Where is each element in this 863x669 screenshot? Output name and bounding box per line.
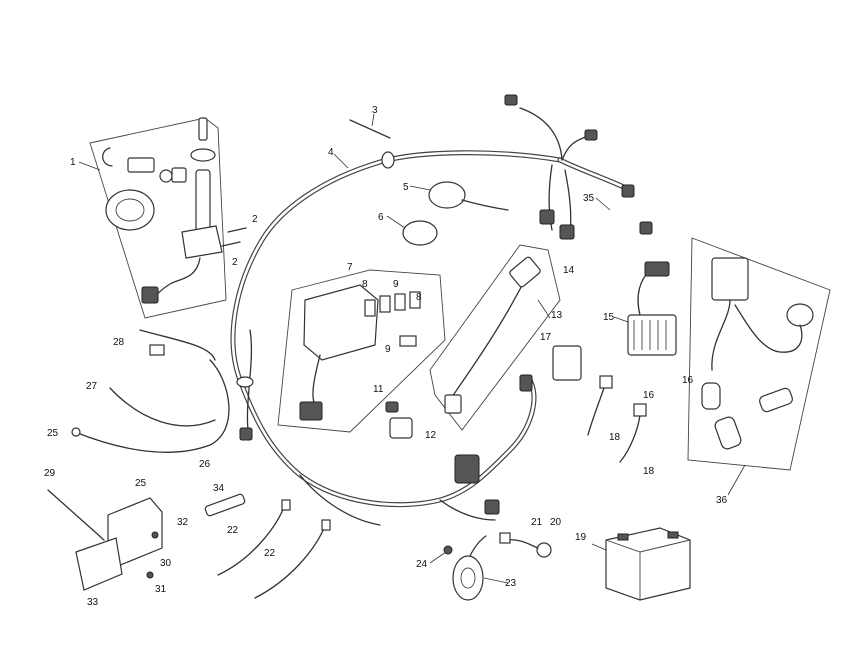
- callout-7: 7: [347, 262, 353, 273]
- horn: [443, 535, 487, 601]
- callout-34: 34: [213, 483, 225, 494]
- lock-nut: [171, 167, 187, 183]
- callout-14: 14: [563, 265, 575, 276]
- callout-21: 21: [531, 517, 543, 528]
- rubber-boot: [105, 189, 155, 231]
- callout-33: 33: [87, 597, 99, 608]
- callout-23: 23: [505, 578, 517, 589]
- callout-18a: 18: [609, 432, 621, 443]
- callout-9a: 9: [393, 279, 399, 290]
- ignition-cylinder: [195, 169, 211, 233]
- callout-22b: 22: [264, 548, 276, 559]
- cables: [217, 499, 331, 599]
- callout-9b: 9: [385, 344, 391, 355]
- ignition-switch-group: [89, 117, 247, 319]
- relay-group: [385, 401, 413, 439]
- leader-lines: [78, 113, 746, 584]
- washer: [159, 169, 173, 183]
- callout-25a: 25: [47, 428, 59, 439]
- callout-32: 32: [177, 517, 189, 528]
- ignition-cap: [190, 148, 216, 162]
- callout-18b: 18: [643, 466, 655, 477]
- callout-16b: 16: [682, 375, 694, 386]
- callout-12: 12: [425, 430, 437, 441]
- remote-alarm-group: [687, 237, 831, 471]
- callout-19: 19: [575, 532, 587, 543]
- screw-2a: [227, 227, 247, 233]
- callout-6: 6: [378, 212, 384, 223]
- group-1-outline: [89, 117, 227, 319]
- ignition-bracket: [181, 225, 223, 259]
- callout-30: 30: [160, 558, 172, 569]
- rubber-bands: [402, 181, 509, 246]
- fuse-line-group: [429, 244, 561, 431]
- callout-31: 31: [155, 584, 167, 595]
- callout-29: 29: [44, 468, 56, 479]
- fuse-box: [303, 284, 379, 361]
- callout-8b: 8: [416, 292, 422, 303]
- callout-16a: 16: [643, 390, 655, 401]
- callout-3: 3: [372, 105, 378, 116]
- screw-2b: [221, 241, 241, 247]
- callout-27: 27: [86, 381, 98, 392]
- callout-20: 20: [550, 517, 562, 528]
- fuse-box-group: [277, 269, 446, 433]
- callout-2b: 2: [232, 257, 238, 268]
- sensors: [587, 375, 647, 463]
- switch-parts: [499, 532, 552, 558]
- flasher-relay: [552, 345, 582, 381]
- callout-35: 35: [583, 193, 595, 204]
- ignition-key: [198, 117, 208, 141]
- mount-bracket: [47, 489, 163, 591]
- callout-28: 28: [113, 337, 125, 348]
- callout-2a: 2: [252, 214, 258, 225]
- clip-part: [102, 147, 113, 167]
- callout-5: 5: [403, 182, 409, 193]
- callout-22a: 22: [227, 525, 239, 536]
- callout-1: 1: [70, 157, 76, 168]
- callout-13: 13: [551, 310, 563, 321]
- callout-36: 36: [716, 495, 728, 506]
- tie-strap: [349, 119, 391, 139]
- callout-25b: 25: [135, 478, 147, 489]
- callout-15: 15: [603, 312, 615, 323]
- callout-17: 17: [540, 332, 552, 343]
- callout-4: 4: [328, 147, 334, 158]
- rubber-boot-inner: [115, 198, 145, 222]
- battery-cables: [71, 329, 230, 453]
- regulator: [627, 261, 677, 356]
- callout-24: 24: [416, 559, 428, 570]
- fuse: [204, 493, 246, 517]
- battery: [605, 527, 691, 601]
- main-wiring-harness: [230, 94, 653, 526]
- callout-26: 26: [199, 459, 211, 470]
- lock-plate: [127, 157, 155, 173]
- callout-11: 11: [373, 384, 384, 395]
- callout-labels: 1 2 2 3 4 5 6 7 8 9 8 9 11 12 13 14 15 1…: [44, 105, 728, 608]
- callout-8a: 8: [362, 279, 368, 290]
- ignition-connector: [141, 286, 159, 304]
